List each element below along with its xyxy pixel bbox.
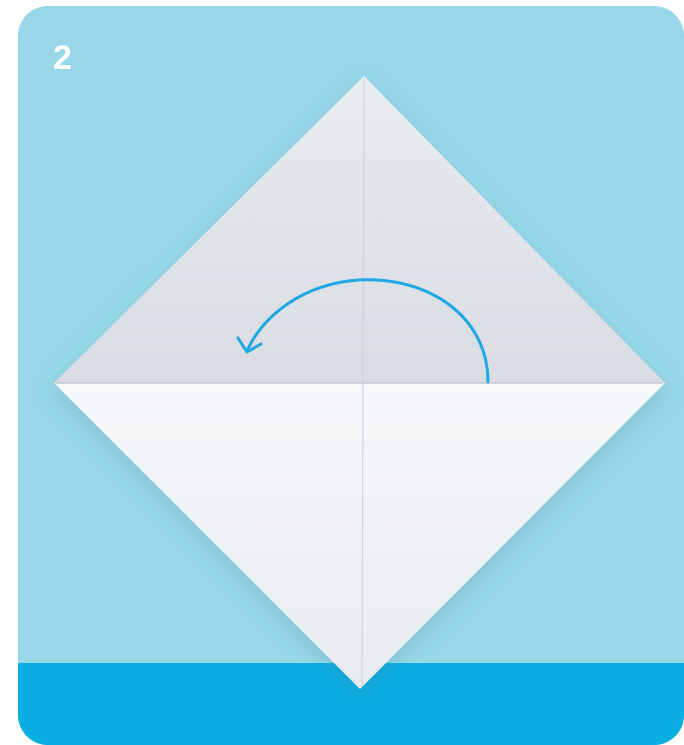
origami-illustration bbox=[54, 76, 665, 689]
paper-diamond bbox=[54, 76, 665, 689]
vertical-crease bbox=[361, 77, 365, 687]
step-number: 2 bbox=[53, 39, 73, 77]
paper-top-half bbox=[54, 76, 665, 383]
paper-bottom-half bbox=[54, 383, 665, 689]
instruction-card: 2 bbox=[18, 6, 684, 745]
curved-fold-arrow-icon bbox=[236, 278, 490, 384]
